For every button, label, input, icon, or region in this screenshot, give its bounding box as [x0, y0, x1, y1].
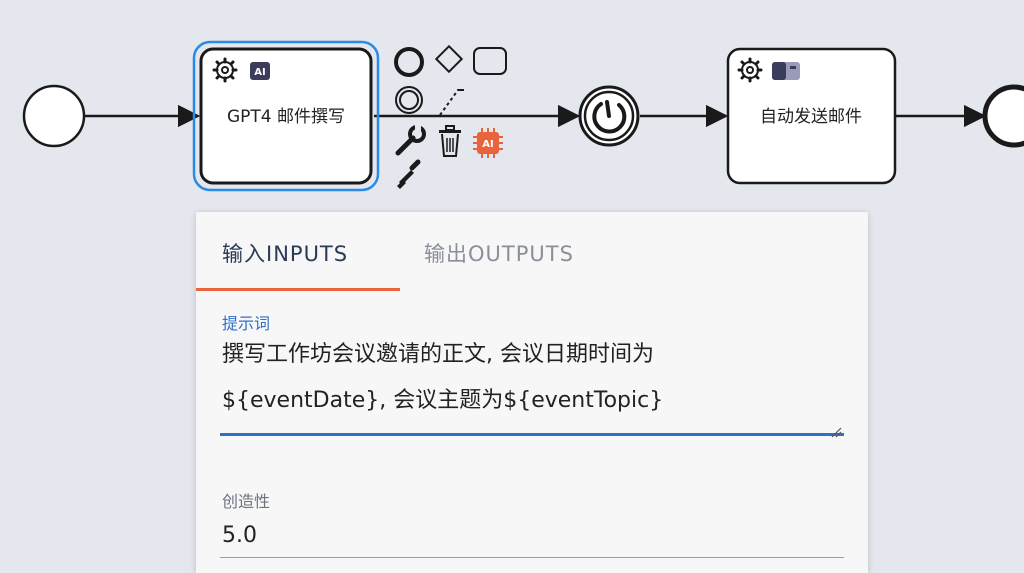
timer-icon [592, 102, 627, 134]
context-pad: AI [394, 44, 507, 189]
gateway-icon[interactable] [434, 44, 464, 74]
send-mail-task[interactable] [726, 47, 897, 185]
gpt4-task[interactable] [199, 47, 373, 185]
tab-outputs[interactable]: 输出OUTPUTS [424, 242, 574, 266]
start-event[interactable] [22, 84, 86, 148]
wrench-icon[interactable] [395, 125, 426, 156]
service-badge-icon [772, 62, 800, 80]
gear-icon [737, 57, 763, 83]
panel-tabs: 输入INPUTS 输出OUTPUTS [196, 212, 868, 292]
resize-handle-icon[interactable] [830, 426, 842, 438]
ai-chip-icon[interactable]: AI [473, 128, 503, 158]
trash-icon[interactable] [439, 125, 461, 157]
properties-panel: 输入INPUTS 输出OUTPUTS 提示词 创造性 [196, 212, 868, 573]
ai-badge-text: AI [254, 67, 265, 78]
end-event[interactable] [982, 84, 1024, 148]
ai-badge-icon: AI [250, 62, 270, 80]
gear-icon [212, 57, 238, 83]
ai-chip-text: AI [482, 139, 493, 150]
gpt4-task-label: GPT4 邮件撰写 [227, 107, 345, 127]
connect-icon[interactable] [439, 89, 464, 116]
tab-inputs[interactable]: 输入INPUTS [222, 242, 349, 266]
task-icon[interactable] [473, 47, 507, 75]
prompt-label: 提示词 [222, 314, 271, 333]
creativity-label: 创造性 [222, 492, 271, 511]
creativity-input[interactable] [220, 514, 844, 558]
prompt-textarea[interactable] [220, 330, 844, 436]
intermediate-event-icon[interactable] [395, 86, 423, 114]
end-event-icon[interactable] [394, 47, 424, 77]
timer-event[interactable] [578, 85, 640, 147]
send-mail-task-label: 自动发送邮件 [760, 107, 862, 127]
brush-icon[interactable] [397, 159, 421, 189]
active-tab-indicator [196, 288, 400, 291]
task-selection-outline [192, 40, 380, 192]
